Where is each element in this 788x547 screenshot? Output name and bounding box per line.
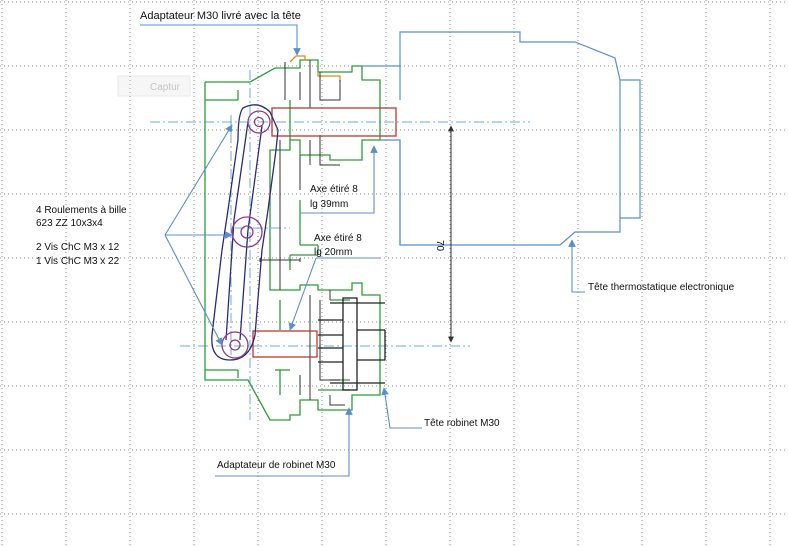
label-valve-adapter: Adaptateur de robinet M30 (217, 460, 336, 471)
thermostat-head-body (362, 31, 641, 246)
label-axle-bottom-1: Axe étiré 8 (314, 233, 362, 244)
label-bearings-1: 4 Roulements à bille (36, 205, 127, 216)
bearing-top-outer (247, 110, 271, 134)
valve-head (318, 297, 386, 391)
label-axle-bottom-2: lg 20mm (314, 247, 352, 258)
bearing-middle-inner (240, 225, 254, 239)
bearings (221, 110, 271, 359)
bearing-bottom-inner (229, 339, 241, 351)
housing-outline (204, 59, 381, 421)
label-screws-2: 1 Vis ChC M3 x 22 (36, 256, 120, 267)
label-valve-head: Tête robinet M30 (424, 418, 500, 429)
label-axle-top-1: Axe étiré 8 (310, 184, 358, 195)
mechanical-lines (259, 60, 345, 406)
faded-capture-text: Captur (150, 82, 181, 93)
label-thermo-head: Tête thermostatique electronique (588, 282, 735, 293)
callout-lines (140, 24, 585, 477)
upper-axle (271, 107, 397, 137)
m30-adapter-orange (289, 55, 341, 82)
faded-capture-ghost: Captur (117, 75, 191, 97)
dimension-70: 70 (434, 125, 454, 343)
linkage-arm (211, 104, 279, 361)
label-screws-1: 2 Vis ChC M3 x 12 (36, 242, 120, 253)
label-bearings-2: 623 ZZ 10x3x4 (36, 218, 103, 229)
dimension-70-text: 70 (434, 240, 445, 252)
label-axle-top-2: lg 39mm (310, 199, 348, 210)
label-adapter-top: Adaptateur M30 livré avec la tête (140, 10, 301, 22)
bearing-top-inner (253, 116, 265, 128)
